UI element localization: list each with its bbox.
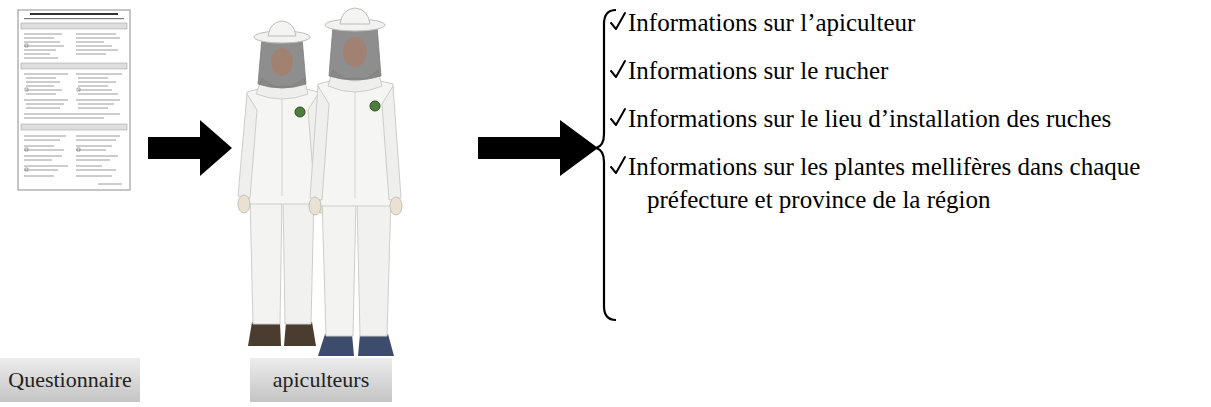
curly-bracket bbox=[596, 10, 616, 320]
block-arrow bbox=[478, 120, 598, 176]
caption-label: Questionnaire bbox=[0, 358, 140, 402]
list-item: Informations sur les plantes mellifères … bbox=[628, 150, 1207, 216]
block-arrow bbox=[148, 120, 232, 176]
caption-label: apiculteurs bbox=[250, 358, 392, 402]
list-item: Informations sur l’apiculteur bbox=[628, 6, 1207, 39]
questionnaire-sheet bbox=[18, 10, 130, 190]
beekeeper-right bbox=[309, 8, 402, 356]
check-marks bbox=[611, 13, 625, 173]
list-item: Informations sur le lieu d’installation … bbox=[628, 102, 1207, 135]
beekeeper-panel: apiculteurs bbox=[240, 0, 402, 405]
list-item: Informations sur le rucher bbox=[628, 54, 1207, 87]
info-list: Informations sur l’apiculteurInformation… bbox=[598, 0, 1207, 231]
questionnaire-panel: Questionnaire bbox=[0, 0, 136, 405]
